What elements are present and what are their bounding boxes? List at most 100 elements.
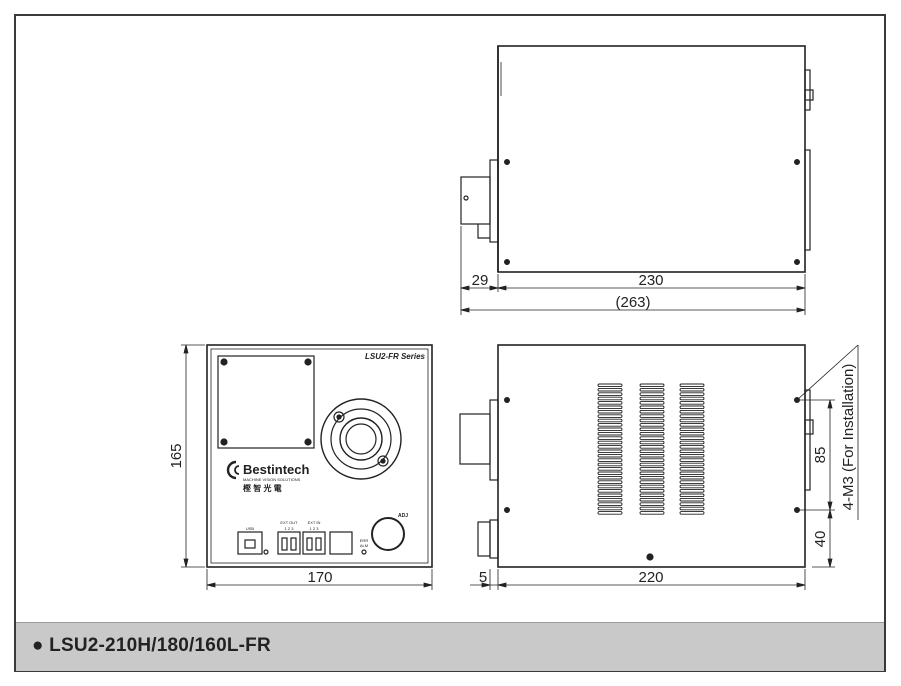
vent-slot [639,414,665,418]
vent-slot [679,475,705,480]
vent-slot [597,405,623,410]
usb-label: USB [246,526,255,531]
vent-slot [597,396,623,401]
diagram-frame [14,14,886,672]
vent-slot [679,423,705,427]
vent-slot [639,449,665,454]
vent-slot [639,475,665,480]
vent-slot [597,458,623,462]
vent-slot [597,493,623,498]
vent-slot [639,480,665,484]
vent-slot [639,458,665,462]
vent-slot [679,427,705,432]
vent-slot [679,396,705,401]
vent-slot [597,427,623,432]
vent-slot [639,383,665,388]
vent-slot [597,511,623,515]
vent-slot [639,427,665,432]
dim-hole-spacing: 85 [812,447,829,464]
front-view [206,344,433,568]
ext-out-pins: 1 2 3 [285,526,295,531]
vent-slot [597,418,623,423]
vent-slot [679,414,705,418]
vent-slot [597,462,623,467]
vent-slot [679,449,705,454]
vent-slot [639,445,665,449]
dim-top-total: (263) [615,294,650,311]
ext-in-label: EXT IN [308,520,321,525]
vent-slot [639,431,665,436]
mount-holes-label: 4-M3 (For Installation) [840,364,857,511]
vent-slot [679,480,705,484]
vent-slot [639,497,665,502]
vent-slot [597,440,623,445]
vent-slot [597,409,623,414]
top-dimension-lines [460,226,806,315]
vent-slot [597,467,623,471]
vent-slot [639,405,665,410]
vent-slot [639,401,665,405]
ext-in-pins: 1 2 3 [310,526,320,531]
model-label: ● LSU2-210H/180/160L-FR [32,635,271,656]
vent-slot [639,484,665,489]
vent-slot [679,387,705,392]
dim-front-height: 165 [168,443,185,468]
ext-out-label: EXT OUT [280,520,298,525]
vent-slot [679,502,705,506]
vent-slot [679,462,705,467]
dim-hole-offset: 40 [812,531,829,548]
vent-slot [597,423,623,427]
vent-slot [597,484,623,489]
side-dimension-lines [470,344,859,590]
vent-slot [639,409,665,414]
adj-label: ADJ [398,513,408,519]
brand-name: Bestintech [243,462,310,477]
vent-slot [639,392,665,396]
vent-slot [639,396,665,401]
vent-slot [597,449,623,454]
dim-side-nozzle: 5 [479,569,487,586]
vent-slot [679,440,705,445]
vent-slot [639,467,665,471]
vent-slot [639,471,665,476]
vent-slot [597,383,623,388]
vent-slot [597,502,623,506]
vent-slot [597,414,623,418]
vent-slot [639,502,665,506]
vent-slot [679,418,705,423]
vent-slot [597,489,623,493]
top-view [460,45,814,273]
vent-slot [679,445,705,449]
front-dimension-lines [181,344,433,590]
vent-slot [679,431,705,436]
vent-slot [679,405,705,410]
vent-slot [639,387,665,392]
vent-slot [597,475,623,480]
vent-slot [639,453,665,458]
vent-slot [679,458,705,462]
vent-slot [639,493,665,498]
vent-slot [679,453,705,458]
dim-front-width: 170 [307,569,332,586]
vent-slot [597,471,623,476]
vent-slot [679,506,705,511]
vent-slot [639,506,665,511]
series-label: LSU2-FR Series [365,352,426,361]
vent-slot [597,431,623,436]
vent-slot [597,445,623,449]
vent-slot [597,453,623,458]
vent-slot [597,392,623,396]
footer-bar: ● LSU2-210H/180/160L-FR [16,622,884,671]
vent-slot [639,511,665,515]
brand-chinese: 樫 智 光 電 [243,483,282,493]
vent-slot [679,409,705,414]
vent-slot [639,440,665,445]
vent-slot [597,497,623,502]
vent-slot [639,423,665,427]
err-label: ERR [360,538,369,543]
vent-slot [679,471,705,476]
vent-slot [679,392,705,396]
vent-slot [679,436,705,440]
vent-slot [597,387,623,392]
